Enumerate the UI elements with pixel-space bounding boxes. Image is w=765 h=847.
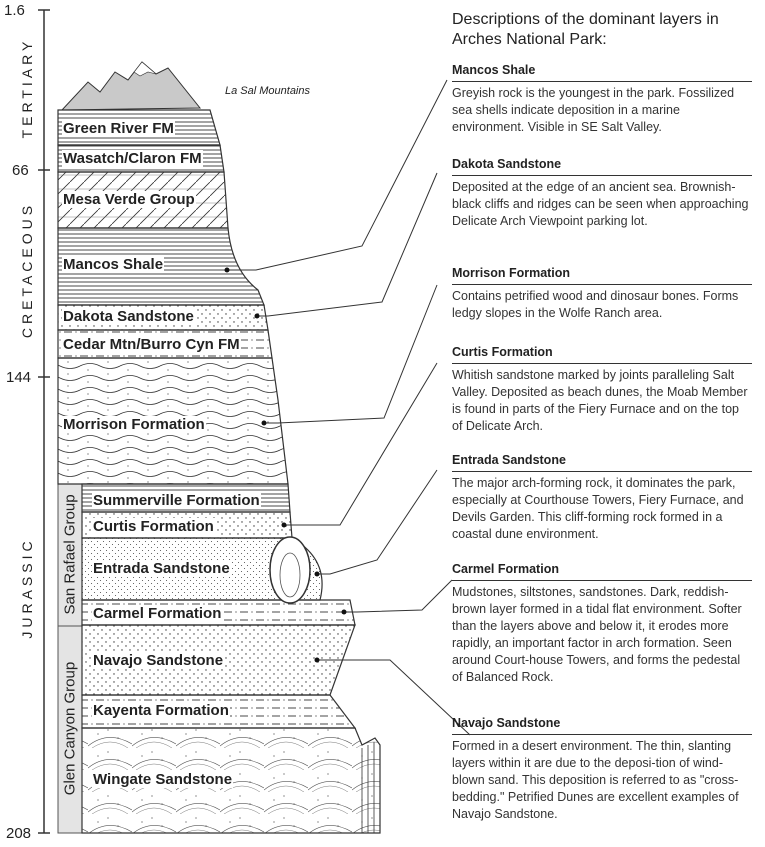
desc-carmel-name: Carmel Formation (452, 562, 752, 581)
desc-morrison-name: Morrison Formation (452, 266, 752, 285)
leader-carmel (344, 579, 453, 613)
desc-navajo-text: Formed in a desert environment. The thin… (452, 739, 739, 821)
layer-label-dakota: Dakota Sandstone (62, 308, 195, 325)
desc-morrison: Morrison Formation Contains petrified wo… (452, 266, 752, 322)
glen-canyon-group-bracket (57, 625, 83, 834)
arch-opening (279, 552, 301, 598)
layer-label-kayenta: Kayenta Formation (92, 702, 230, 719)
desc-mancos: Mancos Shale Greyish rock is the younges… (452, 63, 752, 136)
age-label-208: 208 (6, 825, 32, 842)
desc-morrison-text: Contains petrified wood and dinosaur bon… (452, 289, 739, 320)
period-jurassic: JURASSIC (19, 537, 35, 639)
desc-entrada-name: Entrada Sandstone (452, 453, 752, 472)
layer-label-navajo: Navajo Sandstone (92, 652, 225, 669)
leader-navajo (317, 659, 471, 736)
desc-curtis: Curtis Formation Whitish sandstone marke… (452, 345, 752, 435)
desc-entrada: Entrada Sandstone The major arch-forming… (452, 453, 752, 543)
layer-label-wingate: Wingate Sandstone (92, 771, 234, 788)
desc-navajo-name: Navajo Sandstone (452, 716, 752, 735)
desc-dakota-text: Deposited at the edge of an ancient sea.… (452, 180, 749, 228)
layer-label-green-river: Green River FM (62, 120, 175, 137)
layer-label-morrison: Morrison Formation (62, 416, 206, 433)
leader-dakota (257, 172, 438, 317)
layer-label-carmel: Carmel Formation (92, 605, 223, 622)
age-label-144: 144 (6, 369, 32, 386)
layer-label-wasatch: Wasatch/Claron FM (62, 150, 203, 167)
desc-navajo: Navajo Sandstone Formed in a desert envi… (452, 716, 752, 823)
period-tertiary: TERTIARY (19, 37, 35, 139)
layer-label-mesa-verde: Mesa Verde Group (62, 191, 196, 208)
mountain-label: La Sal Mountains (225, 85, 310, 97)
desc-curtis-name: Curtis Formation (452, 345, 752, 364)
desc-dakota-name: Dakota Sandstone (452, 157, 752, 176)
desc-entrada-text: The major arch-forming rock, it dominate… (452, 476, 744, 541)
leader-curtis (284, 362, 438, 526)
leader-morrison (264, 284, 438, 424)
layer-label-summerville: Summerville Formation (92, 492, 261, 509)
mountains-shape (60, 61, 202, 111)
age-label-66: 66 (12, 162, 29, 179)
layer-label-entrada: Entrada Sandstone (92, 560, 231, 577)
descriptions-title: Descriptions of the dominant layers in A… (452, 11, 719, 48)
age-label-1-6: 1.6 (4, 2, 25, 19)
mountain-snowcap (127, 61, 157, 81)
leader-entrada (317, 469, 438, 575)
period-cretaceous: CRETACEOUS (19, 201, 35, 339)
group-san-rafael: San Rafael Group (61, 494, 79, 615)
desc-curtis-text: Whitish sandstone marked by joints paral… (452, 368, 748, 433)
desc-mancos-text: Greyish rock is the youngest in the park… (452, 86, 735, 134)
layer-label-curtis: Curtis Formation (92, 518, 215, 535)
layer-label-cedar-mtn: Cedar Mtn/Burro Cyn FM (62, 336, 241, 353)
group-glen-canyon: Glen Canyon Group (61, 661, 79, 796)
san-rafael-group-bracket (57, 483, 83, 627)
desc-mancos-name: Mancos Shale (452, 63, 752, 82)
desc-dakota: Dakota Sandstone Deposited at the edge o… (452, 157, 752, 230)
desc-carmel: Carmel Formation Mudstones, siltstones, … (452, 562, 752, 686)
leader-mancos (227, 79, 448, 271)
desc-carmel-text: Mudstones, siltstones, sandstones. Dark,… (452, 585, 742, 684)
layer-label-mancos: Mancos Shale (62, 256, 165, 273)
